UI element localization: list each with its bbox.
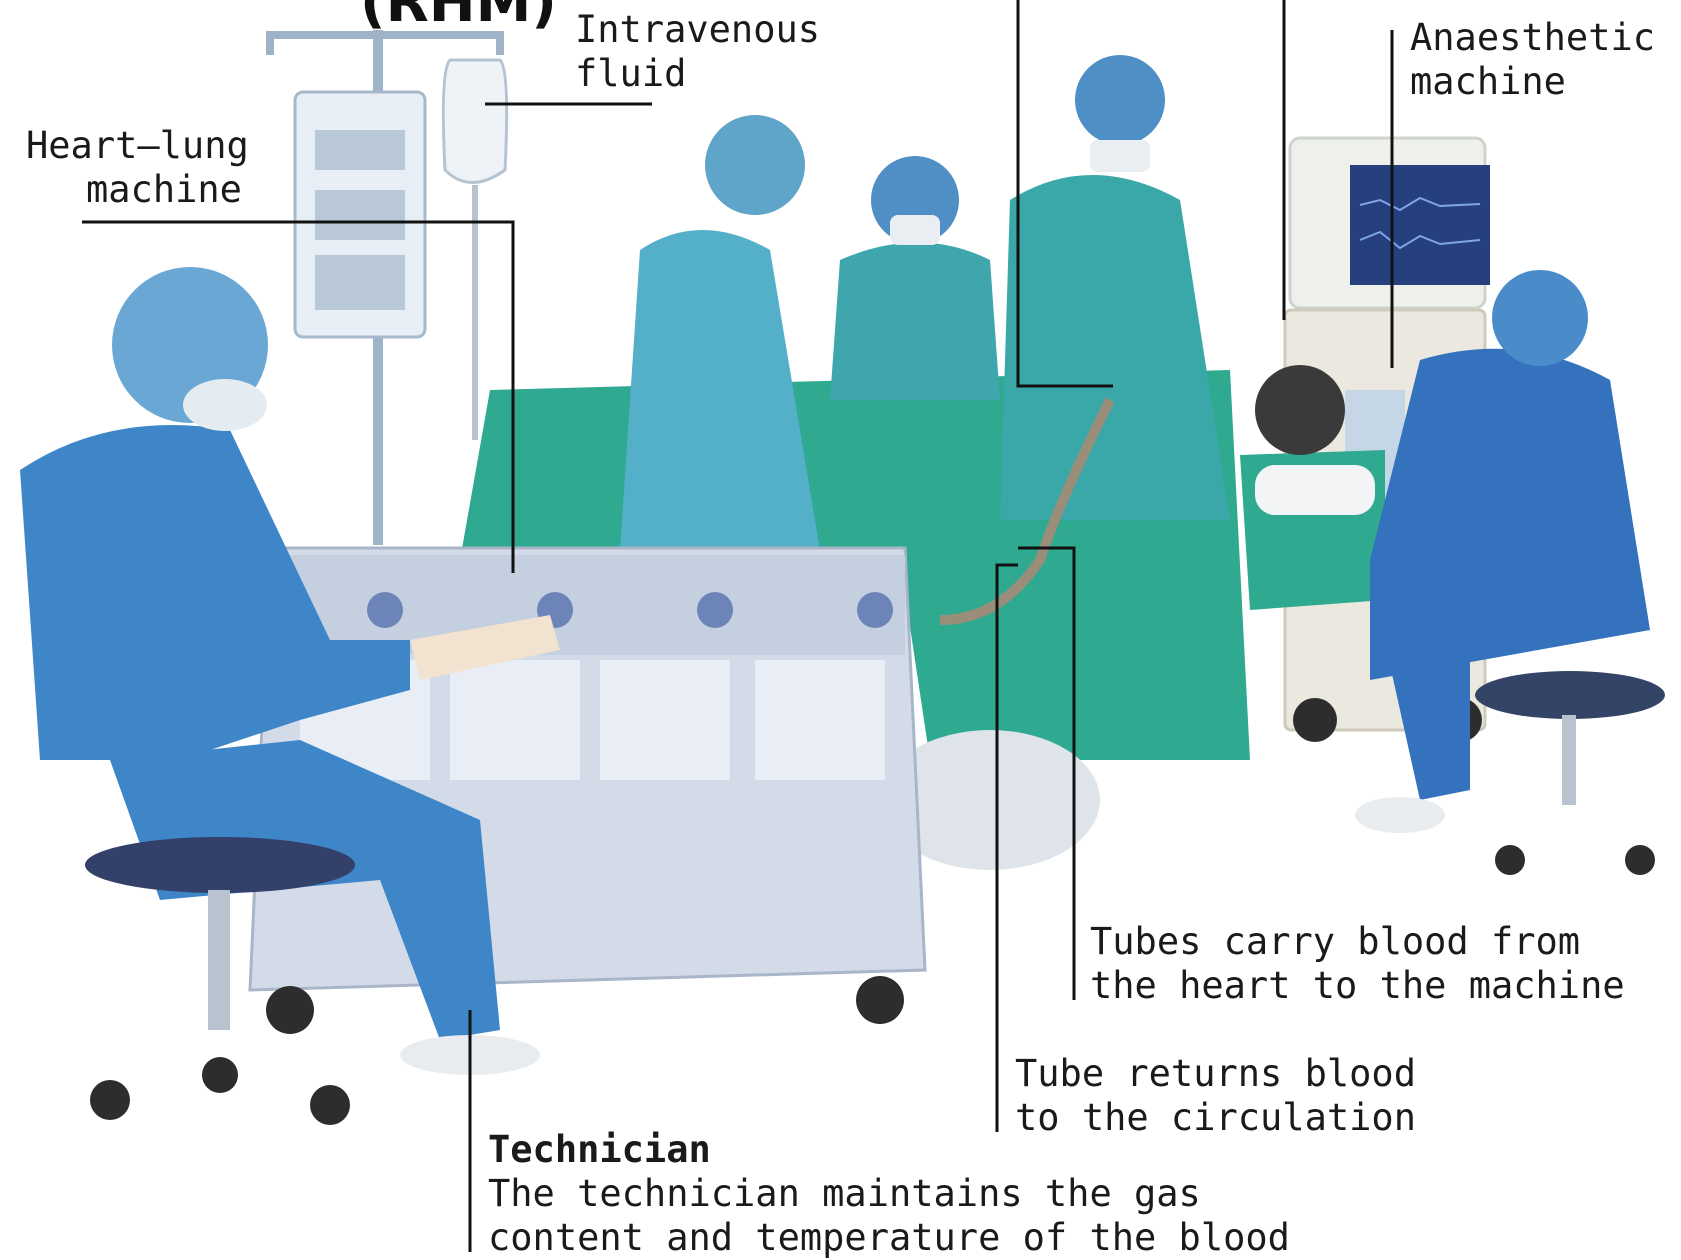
technician-title: Technician [488,1128,1290,1172]
label-anaesthetic-machine: Anaesthetic machine [1410,16,1655,104]
surgeon-left [620,115,820,550]
label-heart-lung-machine: Heart–lung machine [26,124,249,212]
technician-desc-line1: The technician maintains the gas [488,1172,1290,1216]
technician-desc-line2: content and temperature of the blood [488,1216,1290,1260]
surgeon-right [1000,55,1230,520]
label-tube-returns-blood: Tube returns blood to the circulation [1015,1052,1416,1140]
clipped-title: (RHM) [360,0,557,35]
surgeon-center [830,156,1000,400]
label-technician: Technician The technician maintains the … [488,1128,1290,1260]
label-intravenous-fluid: Intravenous fluid [575,8,820,96]
iv-fluid-bag [443,60,506,440]
label-tubes-carry-blood: Tubes carry blood from the heart to the … [1090,920,1625,1008]
